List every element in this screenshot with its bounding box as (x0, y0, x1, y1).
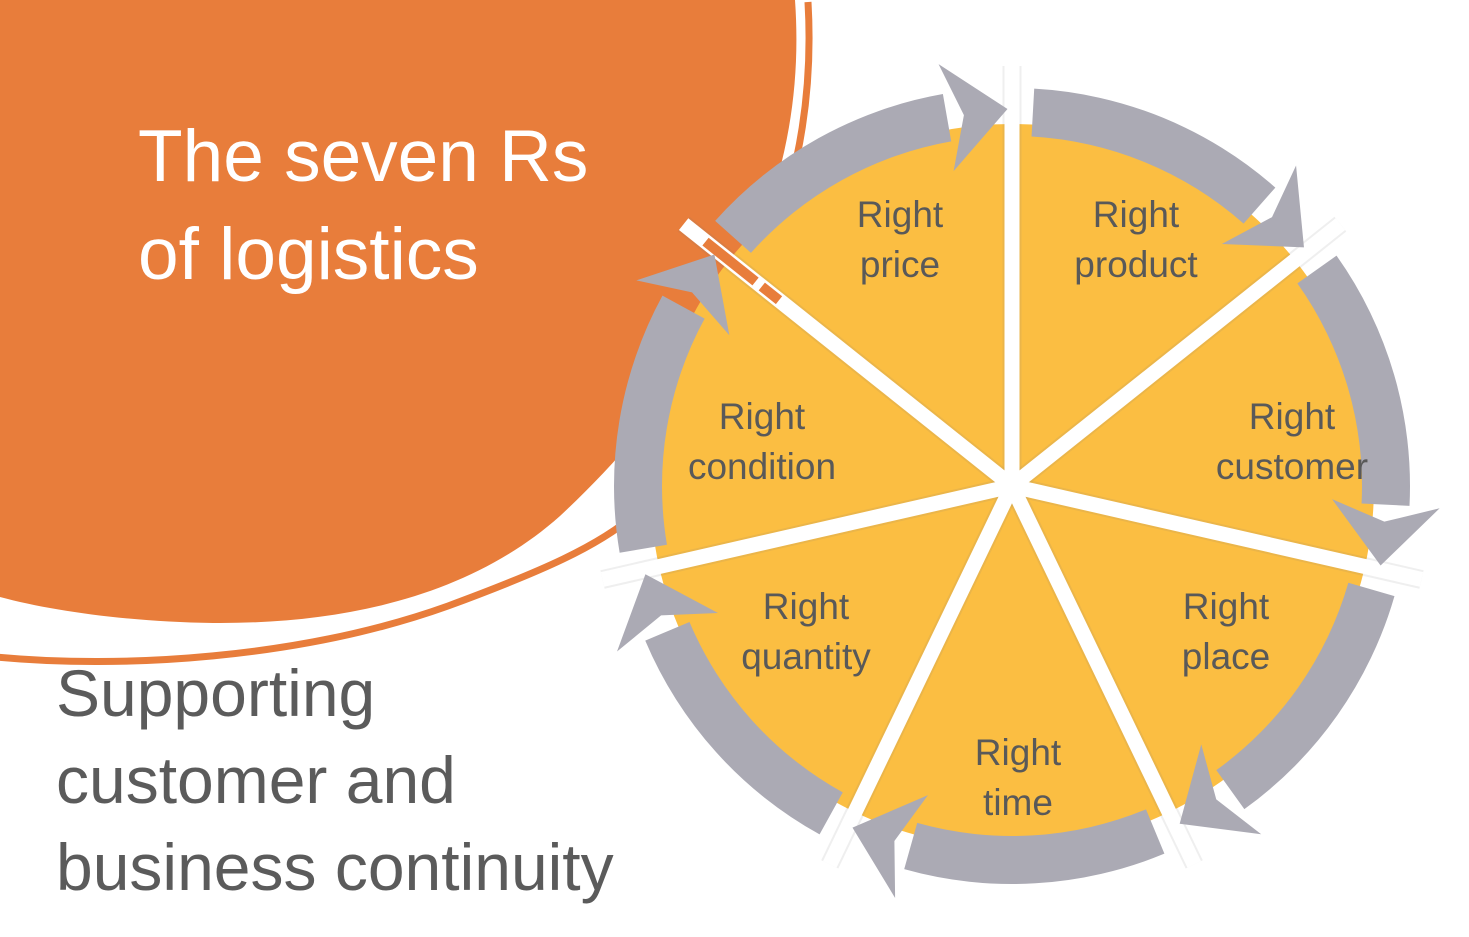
segment-divider (823, 482, 1019, 868)
ring-arc-segment (1216, 582, 1395, 810)
segment-label: Right customer (1215, 396, 1369, 487)
segment-label: Right place (1181, 586, 1271, 677)
segment-divider (1005, 482, 1201, 868)
ring-arrowhead (1221, 165, 1304, 248)
slide-subtitle: Supporting customer and business continu… (56, 656, 614, 904)
segment-label: Right time (974, 732, 1062, 823)
ring-arc-segment (614, 295, 705, 553)
ring-arrowhead (617, 574, 718, 652)
ring-arrowhead (852, 795, 928, 898)
segment-label: Right product (1074, 194, 1198, 285)
ring-arc-segment (1297, 255, 1410, 506)
ring-arrowhead (1179, 744, 1262, 835)
blob-shape (0, 0, 797, 624)
segment-divider (1010, 478, 1424, 587)
ring-arc-segment (645, 621, 843, 835)
ring-arc-segment (1031, 88, 1276, 224)
ring-arc-segment (715, 94, 952, 253)
ring-arrowhead (1332, 499, 1440, 566)
blob-outline-accent-dash (758, 282, 783, 305)
segment-label: Right price (856, 194, 944, 285)
ring-arrowhead (938, 64, 1008, 172)
slide-title: The seven Rs of logistics (138, 116, 589, 295)
blob-outline-accent-dash (702, 237, 759, 286)
segment-divider (600, 478, 1014, 587)
segment-label: Right quantity (741, 586, 871, 677)
ring-arrowhead (636, 254, 730, 336)
segment-label: Right condition (687, 396, 837, 487)
ring-arc-segment (904, 809, 1165, 884)
blob-outline-accent (0, 508, 642, 666)
segment-divider (1007, 218, 1346, 492)
